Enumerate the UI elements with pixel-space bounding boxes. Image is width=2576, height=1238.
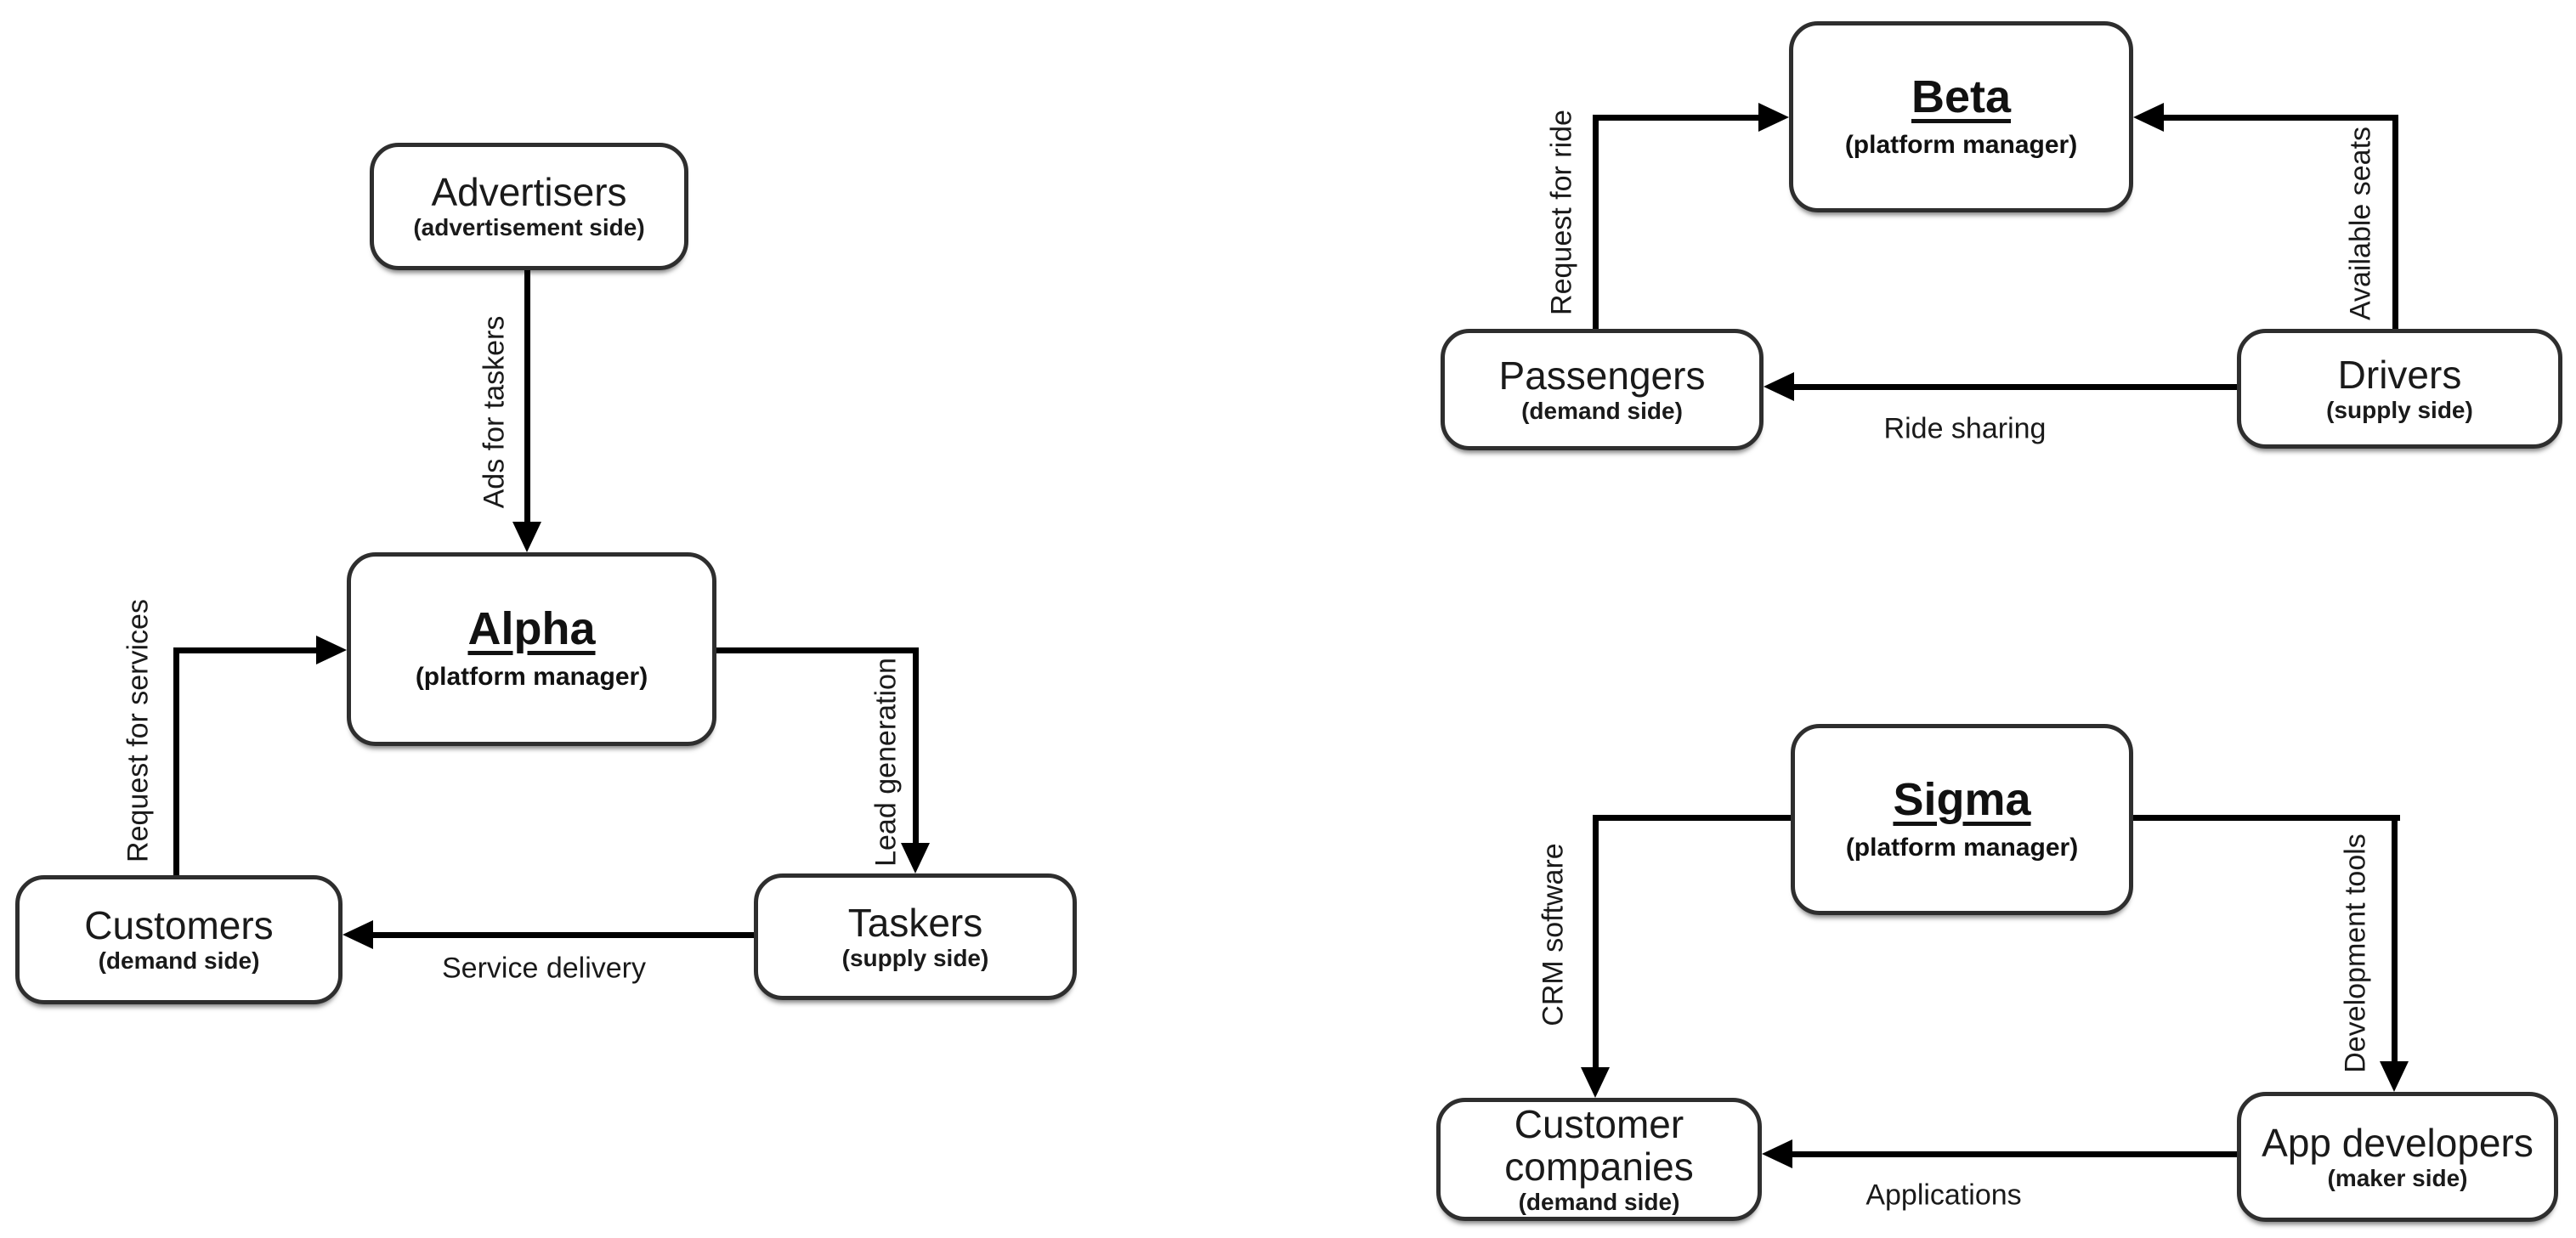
arrowhead-down-icon bbox=[512, 522, 541, 552]
arrowhead-left-icon bbox=[1762, 1139, 1792, 1168]
node-taskers-title: Taskers bbox=[847, 900, 983, 945]
edge-crm-software-line-vertical bbox=[1593, 815, 1599, 1067]
node-taskers: Taskers (supply side) bbox=[754, 873, 1077, 1000]
node-sigma-title: Sigma bbox=[1893, 773, 2031, 825]
edge-ads-for-taskers-line bbox=[524, 270, 530, 525]
edge-applications-line bbox=[1792, 1151, 2237, 1157]
edge-service-delivery-label: Service delivery bbox=[442, 952, 646, 985]
edge-development-tools-line-horizontal bbox=[2133, 815, 2400, 821]
edge-crm-software-line-horizontal bbox=[1595, 815, 1791, 821]
node-drivers-subtitle: (supply side) bbox=[2326, 396, 2473, 423]
arrowhead-down-icon bbox=[1581, 1067, 1610, 1098]
edge-request-for-ride-line-vertical bbox=[1593, 115, 1599, 329]
node-sigma-platform: Sigma (platform manager) bbox=[1791, 724, 2133, 915]
node-advertisers-title: Advertisers bbox=[431, 170, 627, 214]
node-beta-title: Beta bbox=[1911, 71, 2012, 122]
edge-ride-sharing-line bbox=[1794, 384, 2237, 390]
edge-available-seats-label: Available seats bbox=[2344, 126, 2377, 321]
node-advertisers: Advertisers (advertisement side) bbox=[370, 143, 688, 270]
edge-development-tools-line-vertical bbox=[2392, 815, 2398, 1061]
node-alpha-platform: Alpha (platform manager) bbox=[347, 552, 716, 746]
node-customers-title: Customers bbox=[84, 903, 274, 947]
edge-lead-generation-label: Lead generation bbox=[869, 658, 903, 867]
node-beta-subtitle: (platform manager) bbox=[1844, 130, 2078, 159]
edge-request-for-ride-label: Request for ride bbox=[1545, 110, 1578, 315]
arrowhead-down-icon bbox=[901, 843, 930, 873]
edge-lead-generation-line-vertical bbox=[913, 647, 919, 843]
arrowhead-down-icon bbox=[2380, 1061, 2409, 1092]
arrowhead-left-icon bbox=[2133, 103, 2164, 132]
node-customer-companies-subtitle: (demand side) bbox=[1518, 1188, 1680, 1215]
arrowhead-left-icon bbox=[343, 920, 373, 949]
node-app-developers-subtitle: (maker side) bbox=[2327, 1164, 2468, 1191]
node-customers-subtitle: (demand side) bbox=[98, 947, 260, 974]
node-customers: Customers (demand side) bbox=[15, 875, 343, 1004]
node-app-developers-title: App developers bbox=[2262, 1120, 2534, 1165]
node-alpha-title: Alpha bbox=[467, 603, 596, 654]
node-customer-companies: Customer companies (demand side) bbox=[1436, 1098, 1762, 1221]
arrowhead-left-icon bbox=[1764, 372, 1794, 401]
arrowhead-right-icon bbox=[1758, 103, 1789, 132]
edge-request-for-ride-line-horizontal bbox=[1593, 115, 1758, 121]
edge-applications-label: Applications bbox=[1865, 1179, 2022, 1212]
node-sigma-subtitle: (platform manager) bbox=[1845, 833, 2079, 862]
node-passengers: Passengers (demand side) bbox=[1441, 329, 1764, 450]
node-beta-platform: Beta (platform manager) bbox=[1789, 21, 2133, 212]
edge-lead-generation-line-horizontal bbox=[716, 647, 919, 653]
edge-ride-sharing-label: Ride sharing bbox=[1883, 412, 2047, 445]
edge-crm-software-label: CRM software bbox=[1537, 843, 1570, 1026]
edge-ads-for-taskers-label: Ads for taskers bbox=[478, 315, 511, 509]
node-advertisers-subtitle: (advertisement side) bbox=[413, 214, 645, 240]
arrowhead-right-icon bbox=[316, 636, 347, 664]
edge-request-for-services-label: Request for services bbox=[122, 599, 155, 862]
node-drivers-title: Drivers bbox=[2337, 352, 2462, 397]
node-app-developers: App developers (maker side) bbox=[2237, 1092, 2558, 1222]
edge-service-delivery-line bbox=[373, 932, 754, 938]
node-taskers-subtitle: (supply side) bbox=[841, 944, 989, 971]
edge-available-seats-line-horizontal bbox=[2164, 115, 2398, 121]
node-drivers: Drivers (supply side) bbox=[2237, 329, 2562, 449]
edge-request-for-services-line-horizontal bbox=[173, 647, 316, 653]
node-customer-companies-title: Customer companies bbox=[1504, 1101, 1694, 1189]
edge-available-seats-line-vertical bbox=[2392, 115, 2398, 329]
node-alpha-subtitle: (platform manager) bbox=[415, 663, 648, 691]
edge-request-for-services-line-vertical bbox=[173, 647, 179, 875]
node-passengers-subtitle: (demand side) bbox=[1521, 397, 1683, 424]
edge-development-tools-label: Development tools bbox=[2339, 834, 2372, 1073]
node-passengers-title: Passengers bbox=[1498, 353, 1706, 398]
